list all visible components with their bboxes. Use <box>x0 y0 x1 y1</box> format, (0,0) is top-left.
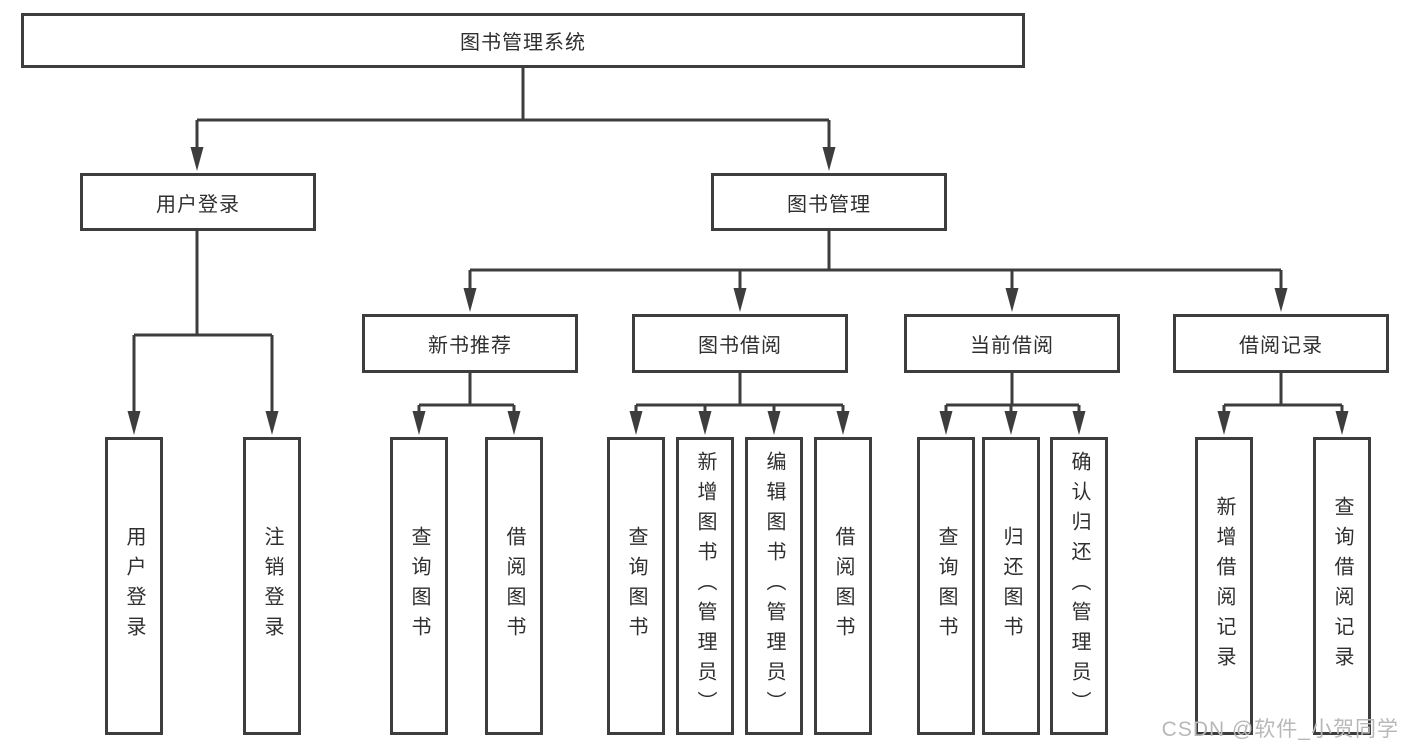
leaf-current-return-books: 归还图书 <box>982 437 1040 735</box>
leaf-records-add-record: 新增借阅记录 <box>1195 437 1253 735</box>
leaf-current-query-books: 查询图书 <box>917 437 975 735</box>
leaf-recommend-query-books: 查询图书 <box>390 437 448 735</box>
node-book-management: 图书管理 <box>711 173 947 231</box>
node-book-borrow: 图书借阅 <box>632 314 848 373</box>
leaf-user-login: 用户登录 <box>105 437 163 735</box>
node-current-borrow: 当前借阅 <box>904 314 1120 373</box>
csdn-watermark: CSDN @软件_小贺同学 <box>1161 718 1399 741</box>
leaf-borrow-borrow-books: 借阅图书 <box>814 437 872 735</box>
leaf-recommend-borrow-books: 借阅图书 <box>485 437 543 735</box>
leaf-borrow-edit-books-admin: 编辑图书（管理员） <box>745 437 803 735</box>
leaf-records-query-record: 查询借阅记录 <box>1313 437 1371 735</box>
leaf-borrow-query-books: 查询图书 <box>607 437 665 735</box>
node-root: 图书管理系统 <box>21 13 1025 68</box>
leaf-borrow-add-books-admin: 新增图书（管理员） <box>676 437 734 735</box>
leaf-logout: 注销登录 <box>243 437 301 735</box>
node-user-login: 用户登录 <box>80 173 316 231</box>
node-new-book-recommend: 新书推荐 <box>362 314 578 373</box>
node-borrow-records: 借阅记录 <box>1173 314 1389 373</box>
leaf-current-confirm-return-admin: 确认归还（管理员） <box>1050 437 1108 735</box>
